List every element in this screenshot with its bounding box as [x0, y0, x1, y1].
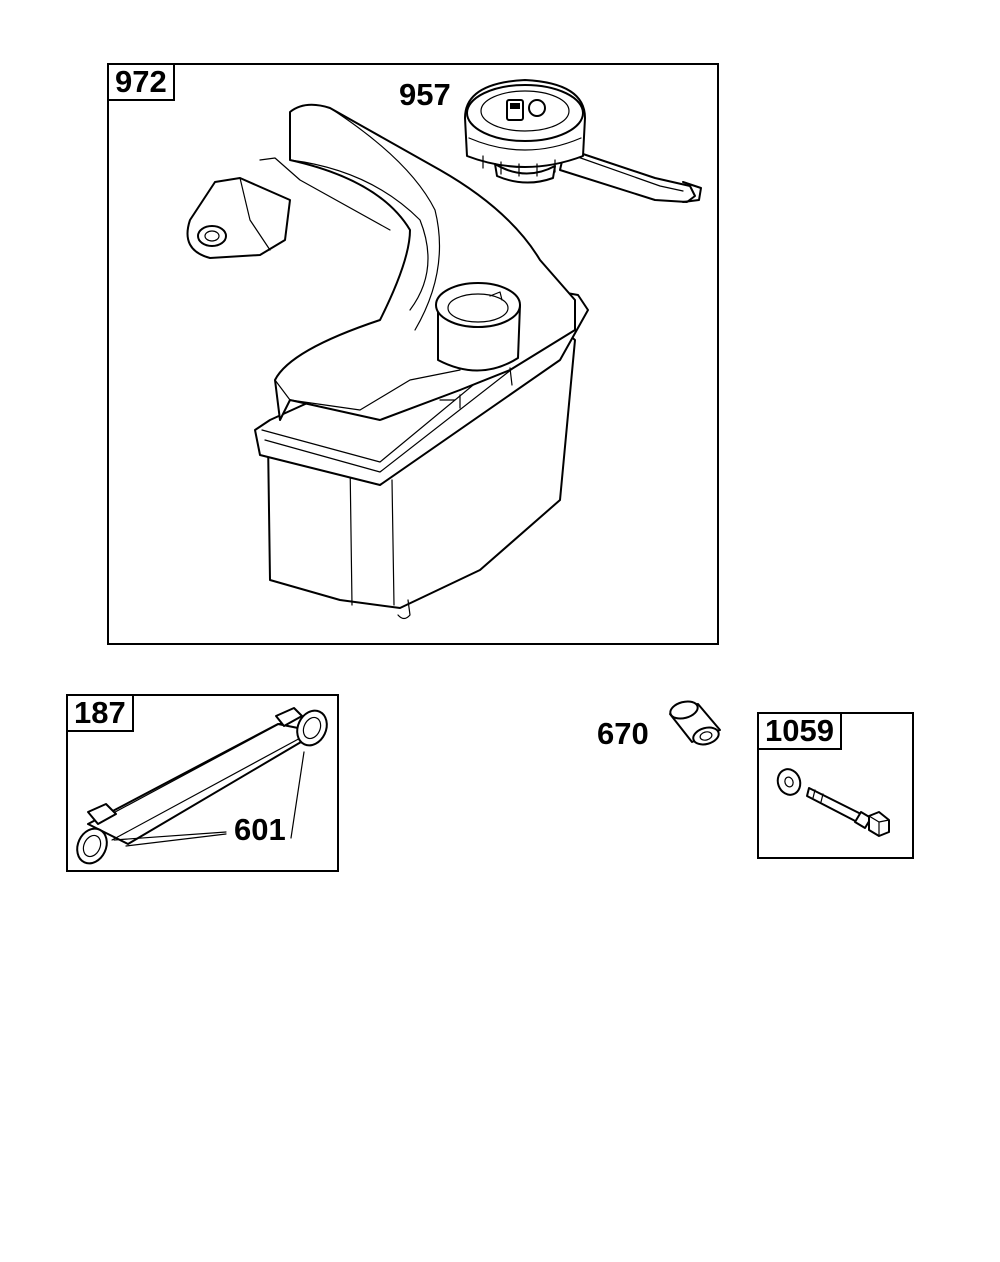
bushing-callout: 670	[597, 716, 649, 751]
fuel-tank-icon	[186, 103, 589, 620]
kit-number-label: 972	[107, 63, 175, 101]
fuel-line-callout: 601	[234, 812, 286, 847]
fuel-cap-callout: 957	[399, 77, 451, 112]
fuel-cap-icon	[464, 79, 702, 203]
kit-number-label: 1059	[757, 712, 842, 750]
washer-icon	[776, 768, 802, 796]
kit-number-label: 187	[66, 694, 134, 732]
fuel-hose-icon	[76, 707, 328, 865]
bolt-icon	[806, 787, 890, 837]
bushing-icon	[669, 700, 721, 746]
